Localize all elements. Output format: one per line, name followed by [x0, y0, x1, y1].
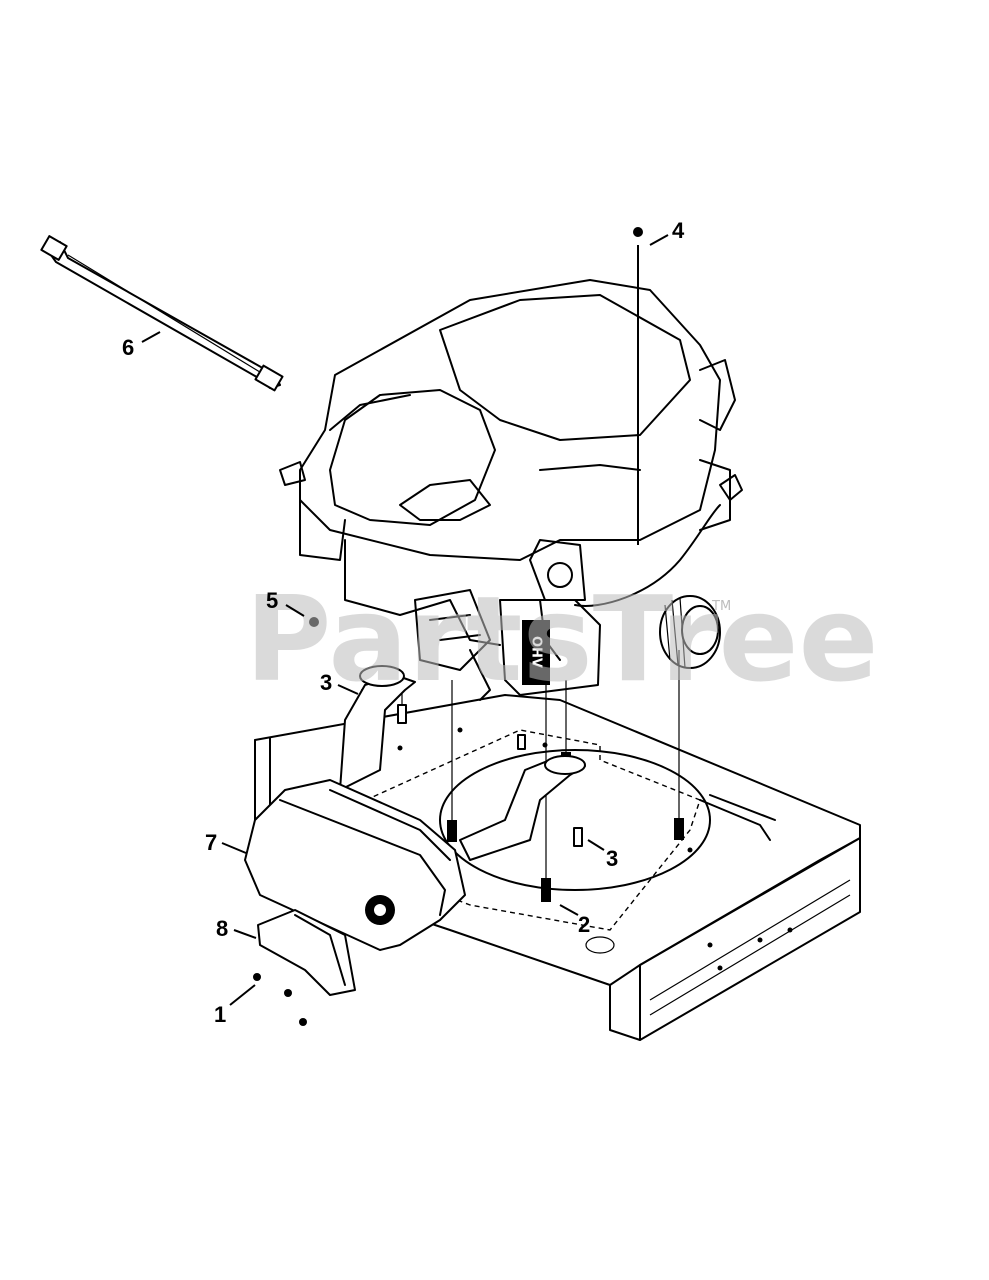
- callout-6: 6: [122, 335, 134, 360]
- muffler: [244, 779, 466, 951]
- callout-8: 8: [216, 916, 228, 941]
- ohv-badge: OHV: [522, 620, 550, 685]
- part-5-nut: [309, 617, 319, 627]
- callout-3a: 3: [320, 670, 332, 695]
- callout-5: 5: [266, 588, 278, 613]
- deck-frame: [254, 694, 861, 1041]
- oil-filter: [659, 595, 721, 669]
- callouts: 1 2 3 3 4 5 6 7 8: [122, 218, 685, 1027]
- heat-shield: [257, 909, 356, 996]
- ohv-badge-label: OHV: [529, 636, 544, 668]
- screws: [253, 973, 307, 1026]
- watermark: PartsTree TM: [245, 570, 879, 708]
- watermark-text: PartsTree: [245, 570, 879, 708]
- callout-2: 2: [578, 912, 590, 937]
- callout-7: 7: [205, 830, 217, 855]
- part-4-nut: [633, 227, 643, 237]
- tube: [40, 235, 284, 392]
- callout-3b: 3: [606, 846, 618, 871]
- engine: OHV: [279, 279, 743, 701]
- callout-1: 1: [214, 1002, 226, 1027]
- watermark-tm: TM: [711, 599, 731, 614]
- callout-4: 4: [672, 218, 685, 243]
- exhaust-pipe: [339, 665, 586, 861]
